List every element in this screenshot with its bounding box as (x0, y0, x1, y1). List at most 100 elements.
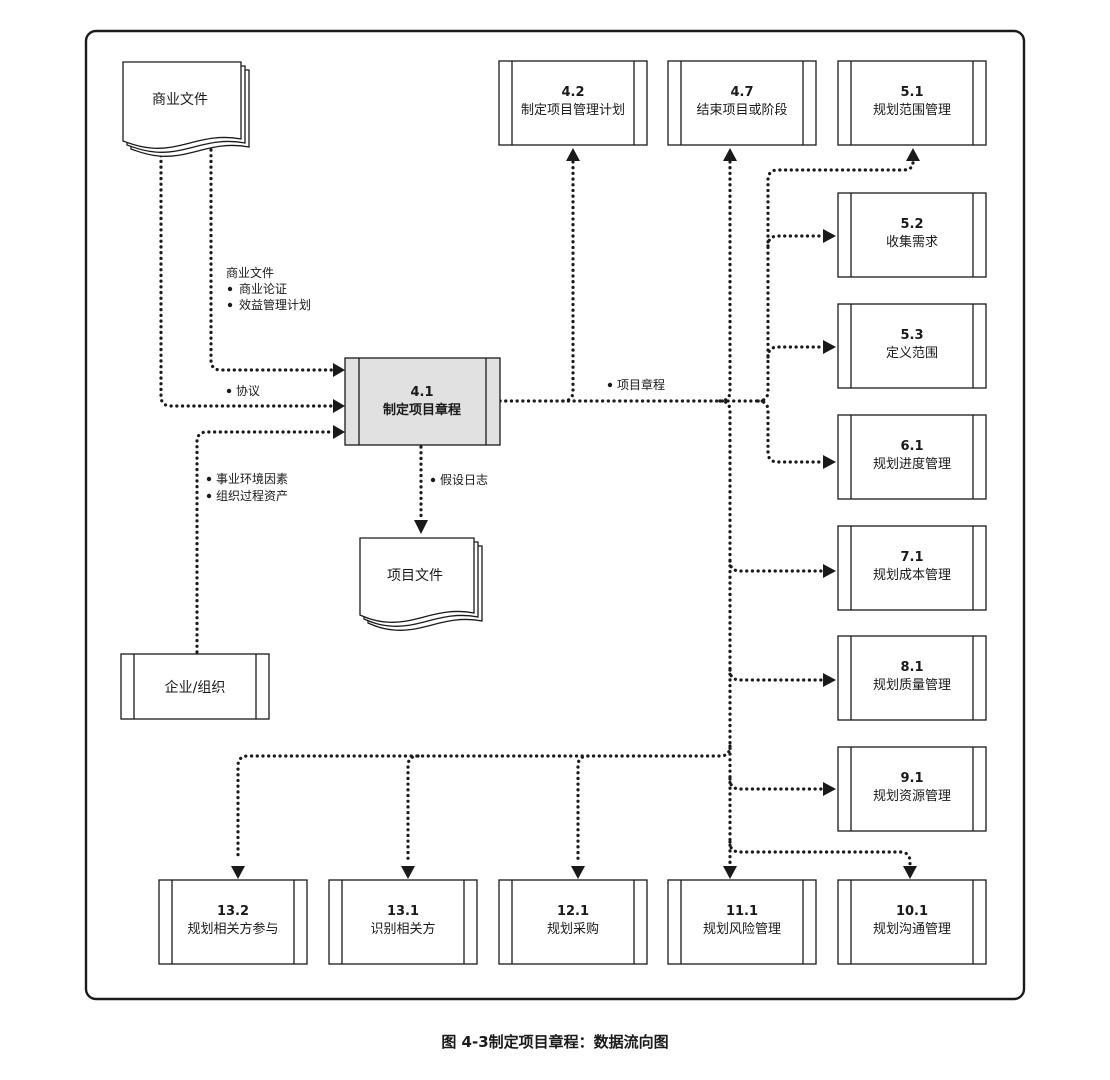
bullet-icon (227, 286, 233, 292)
process-5-2: 5.2 收集需求 (837, 192, 987, 278)
arrow-head (333, 363, 345, 377)
process-name: 结束项目或阶段 (696, 103, 787, 118)
arrow-head (823, 340, 836, 354)
annotation-assumption-log: 假设日志 (440, 473, 488, 487)
figure-caption: 图 4-3制定项目章程：数据流向图 (441, 1033, 668, 1051)
flow-business-docs (209, 148, 335, 372)
annotation-opa: 组织过程资产 (216, 488, 288, 503)
process-number: 13.2 (217, 904, 249, 919)
process-name: 制定项目管理计划 (521, 103, 625, 118)
process-name: 规划风险管理 (703, 922, 781, 937)
arrow-head (571, 866, 585, 879)
arrowheads (231, 148, 920, 879)
process-12-1: 12.1 规划采购 (498, 879, 648, 965)
process-name: 制定项目章程 (383, 402, 461, 418)
arrow-head (723, 866, 737, 879)
enterprise-organization: 企业/组织 (120, 653, 270, 720)
process-name: 规划资源管理 (873, 789, 951, 804)
process-name: 识别相关方 (370, 921, 435, 937)
process-number: 7.1 (900, 550, 923, 565)
annotation-eef: 事业环境因素 (216, 471, 288, 486)
annotation-agreements: 协议 (236, 383, 260, 398)
arrow-head (401, 866, 415, 879)
process-number: 4.7 (730, 85, 753, 100)
bullet-icon (607, 382, 613, 388)
process-name: 规划相关方参与 (187, 921, 278, 937)
process-9-1: 9.1 规划资源管理 (837, 746, 987, 832)
annotation-charter: 项目章程 (617, 377, 665, 392)
annotation-benefits-plan: 效益管理计划 (239, 297, 311, 312)
document-label: 商业文件 (152, 92, 208, 108)
flow-lines (159, 148, 915, 868)
process-7-1: 7.1 规划成本管理 (837, 525, 987, 611)
process-5-1: 5.1 规划范围管理 (837, 60, 987, 146)
process-number: 5.3 (900, 328, 923, 343)
process-number: 6.1 (900, 439, 923, 454)
annotations: 商业文件 商业论证 效益管理计划 协议 事业环境因素 组织过程资产 假设日志 项… (206, 265, 665, 503)
arrow-head (333, 399, 345, 413)
flow-to-13-1 (406, 754, 420, 862)
arrow-head (333, 425, 345, 439)
process-number: 13.1 (387, 904, 419, 919)
process-number: 11.1 (726, 904, 758, 919)
bullet-icon (206, 476, 212, 482)
process-name: 规划进度管理 (873, 456, 951, 472)
process-name: 规划采购 (547, 921, 599, 937)
flow-to-13-2 (236, 744, 732, 862)
arrow-head (723, 148, 737, 161)
document-label: 项目文件 (387, 568, 443, 584)
arrow-head (823, 229, 836, 243)
process-number: 4.1 (410, 385, 433, 400)
bullet-icon (430, 477, 436, 483)
flow-to-4-2 (561, 158, 575, 403)
bullet-icon (206, 493, 212, 499)
arrow-head (231, 866, 245, 879)
process-4-7: 4.7 结束项目或阶段 (667, 60, 817, 146)
process-name: 收集需求 (886, 234, 938, 250)
arrow-head (823, 564, 836, 578)
flow-to-12-1 (576, 754, 590, 862)
flow-to-9-1 (728, 777, 825, 791)
arrow-head (906, 148, 920, 161)
enterprise-label: 企业/组织 (165, 679, 226, 696)
process-name: 定义范围 (886, 346, 938, 361)
bullet-icon (226, 388, 232, 394)
bullet-icon (227, 302, 233, 308)
process-name: 规划范围管理 (873, 103, 951, 118)
process-4-1: 4.1 制定项目章程 (344, 357, 501, 446)
process-4-2: 4.2 制定项目管理计划 (498, 60, 648, 146)
arrow-head (823, 455, 836, 469)
arrow-head (823, 782, 836, 796)
annotation-business-case: 商业论证 (239, 281, 287, 296)
flow-to-10-1 (728, 840, 912, 868)
flow-to-5-1 (756, 160, 915, 403)
flow-agreements (159, 148, 335, 408)
process-number: 9.1 (900, 771, 923, 786)
process-number: 5.1 (900, 85, 923, 100)
flow-to-8-1 (728, 668, 825, 682)
business-documents-icon (122, 61, 242, 149)
annotation-business-docs: 商业文件 (226, 265, 274, 280)
diagram-frame (84, 29, 1026, 1001)
process-10-1: 10.1 规划沟通管理 (837, 879, 987, 965)
arrow-head (823, 673, 836, 687)
process-number: 5.2 (900, 217, 923, 232)
process-name: 规划质量管理 (873, 678, 951, 693)
process-name: 规划成本管理 (873, 568, 951, 583)
flow-to-5-3 (766, 345, 825, 359)
process-13-1: 13.1 识别相关方 (328, 879, 478, 965)
flow-enterprise (195, 430, 335, 654)
flow-to-6-1 (756, 399, 825, 464)
flow-trunk-down (718, 399, 732, 868)
arrow-head (903, 866, 917, 879)
arrow-head (566, 148, 580, 161)
flow-to-4-7 (718, 158, 732, 403)
process-number: 8.1 (900, 660, 923, 675)
process-5-3: 5.3 定义范围 (837, 303, 987, 389)
business-documents: 商业文件 (122, 61, 250, 157)
flow-to-7-1 (728, 559, 825, 573)
project-documents: 项目文件 (359, 537, 483, 631)
arrow-head (414, 520, 428, 534)
process-number: 4.2 (561, 85, 584, 100)
